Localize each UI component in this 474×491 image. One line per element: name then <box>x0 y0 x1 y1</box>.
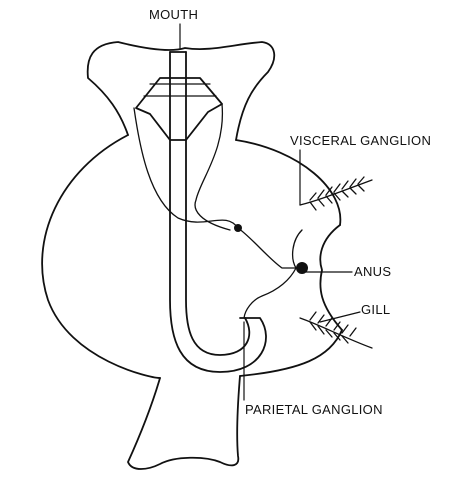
label-anus: ANUS <box>354 265 391 279</box>
label-parietal-ganglion: PARIETAL GANGLION <box>245 403 383 417</box>
mantle-outline <box>42 135 342 378</box>
shell-edge <box>320 225 342 330</box>
pleural-node <box>234 224 242 232</box>
nerve-loop <box>134 104 302 318</box>
buccal-mass <box>136 78 222 140</box>
label-visceral-ganglion: VISCERAL GANGLION <box>290 134 431 148</box>
foot-outline <box>128 376 240 469</box>
label-gill: GILL <box>361 303 390 317</box>
head-outline <box>88 42 275 140</box>
label-mouth: MOUTH <box>149 8 198 22</box>
